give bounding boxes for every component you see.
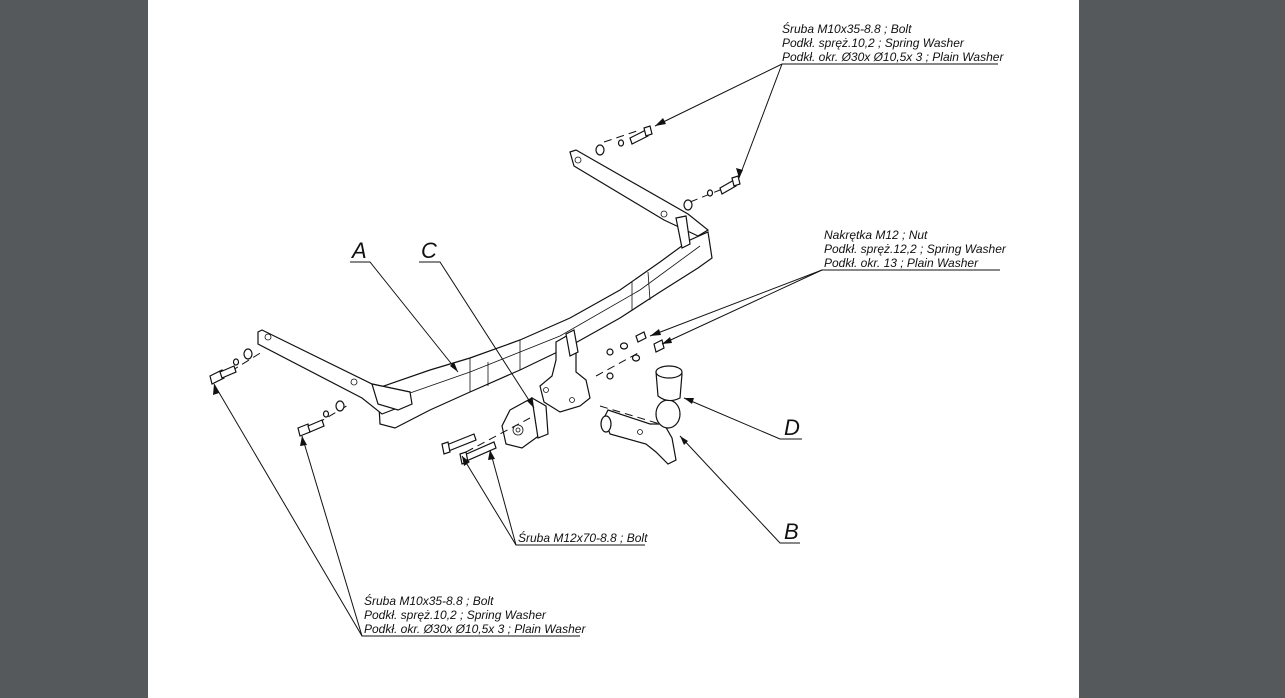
assembly-line — [599, 405, 661, 425]
callout-line: Podkł. okr. 13 ; Plain Washer — [824, 256, 979, 270]
label-d: D — [784, 415, 800, 440]
callout-line: Podkł. okr. Ø30x Ø10,5x 3 ; Plain Washer — [364, 622, 586, 636]
callout-center-bolt: Śruba M12x70-8.8 ; Bolt — [518, 530, 648, 545]
left-side-arm — [257, 329, 413, 415]
callout-line: Śruba M10x35-8.8 ; Bolt — [782, 21, 912, 36]
callout-line: Podkł. okr. Ø30x Ø10,5x 3 ; Plain Washer — [782, 50, 1004, 64]
callout-top-right: Śruba M10x35-8.8 ; Bolt Podkł. spręż.10,… — [782, 21, 1004, 64]
label-b: B — [784, 519, 799, 544]
callout-line: Nakrętka M12 ; Nut — [824, 228, 928, 242]
ball-cover — [655, 365, 683, 402]
callout-nut: Nakrętka M12 ; Nut Podkł. spręż.12,2 ; S… — [824, 228, 1007, 270]
callout-line: Podkł. spręż.10,2 ; Spring Washer — [364, 608, 547, 622]
fasteners-top-right — [595, 125, 741, 211]
assembly-line — [689, 185, 731, 203]
center-bracket — [539, 329, 591, 413]
cross-beam — [377, 231, 713, 429]
assembly-line — [219, 351, 263, 379]
label-a: A — [350, 238, 367, 263]
leader-lines — [213, 63, 1000, 637]
callout-line: Podkł. spręż.10,2 ; Spring Washer — [782, 36, 965, 50]
callout-line: Podkł. spręż.12,2 ; Spring Washer — [824, 242, 1007, 256]
right-side-arm — [569, 149, 710, 249]
tow-bar-assembly-diagram: A C D B Śruba M10x35-8.8 ; Bolt Podkł. s… — [209, 21, 1007, 637]
callout-line: Śruba M10x35-8.8 ; Bolt — [364, 593, 494, 608]
drawing-page: A C D B Śruba M10x35-8.8 ; Bolt Podkł. s… — [148, 0, 1079, 698]
assembly-line — [603, 129, 641, 143]
fasteners-left — [209, 348, 345, 437]
callout-line: Śruba M12x70-8.8 ; Bolt — [518, 530, 648, 545]
callout-bottom-left: Śruba M10x35-8.8 ; Bolt Podkł. spręż.10,… — [364, 593, 586, 636]
label-c: C — [421, 238, 437, 263]
socket-plate — [501, 396, 549, 449]
